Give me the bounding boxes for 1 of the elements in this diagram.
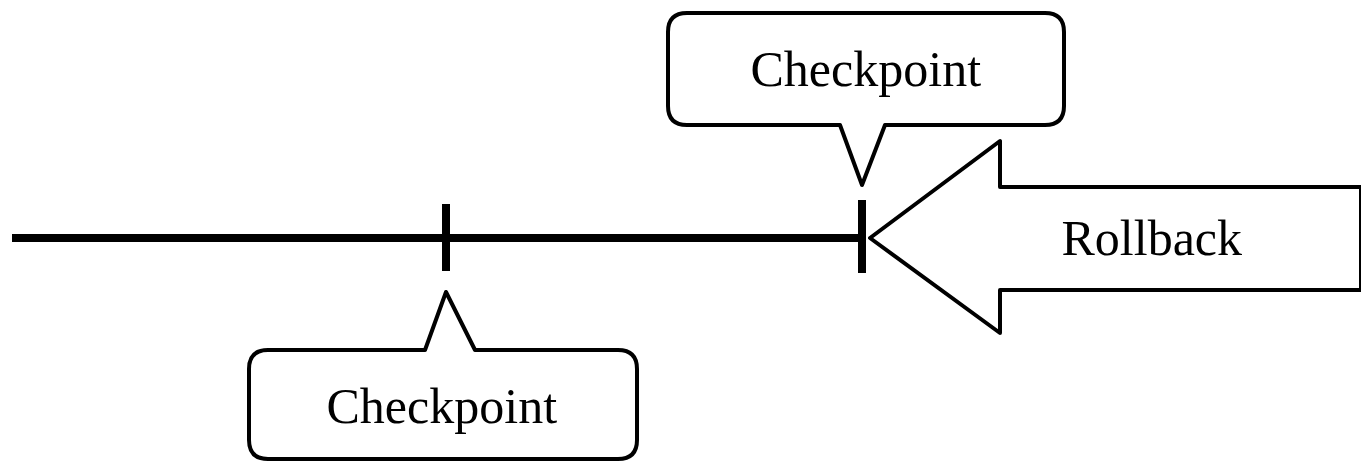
arrow-label: Rollback: [1061, 213, 1243, 263]
